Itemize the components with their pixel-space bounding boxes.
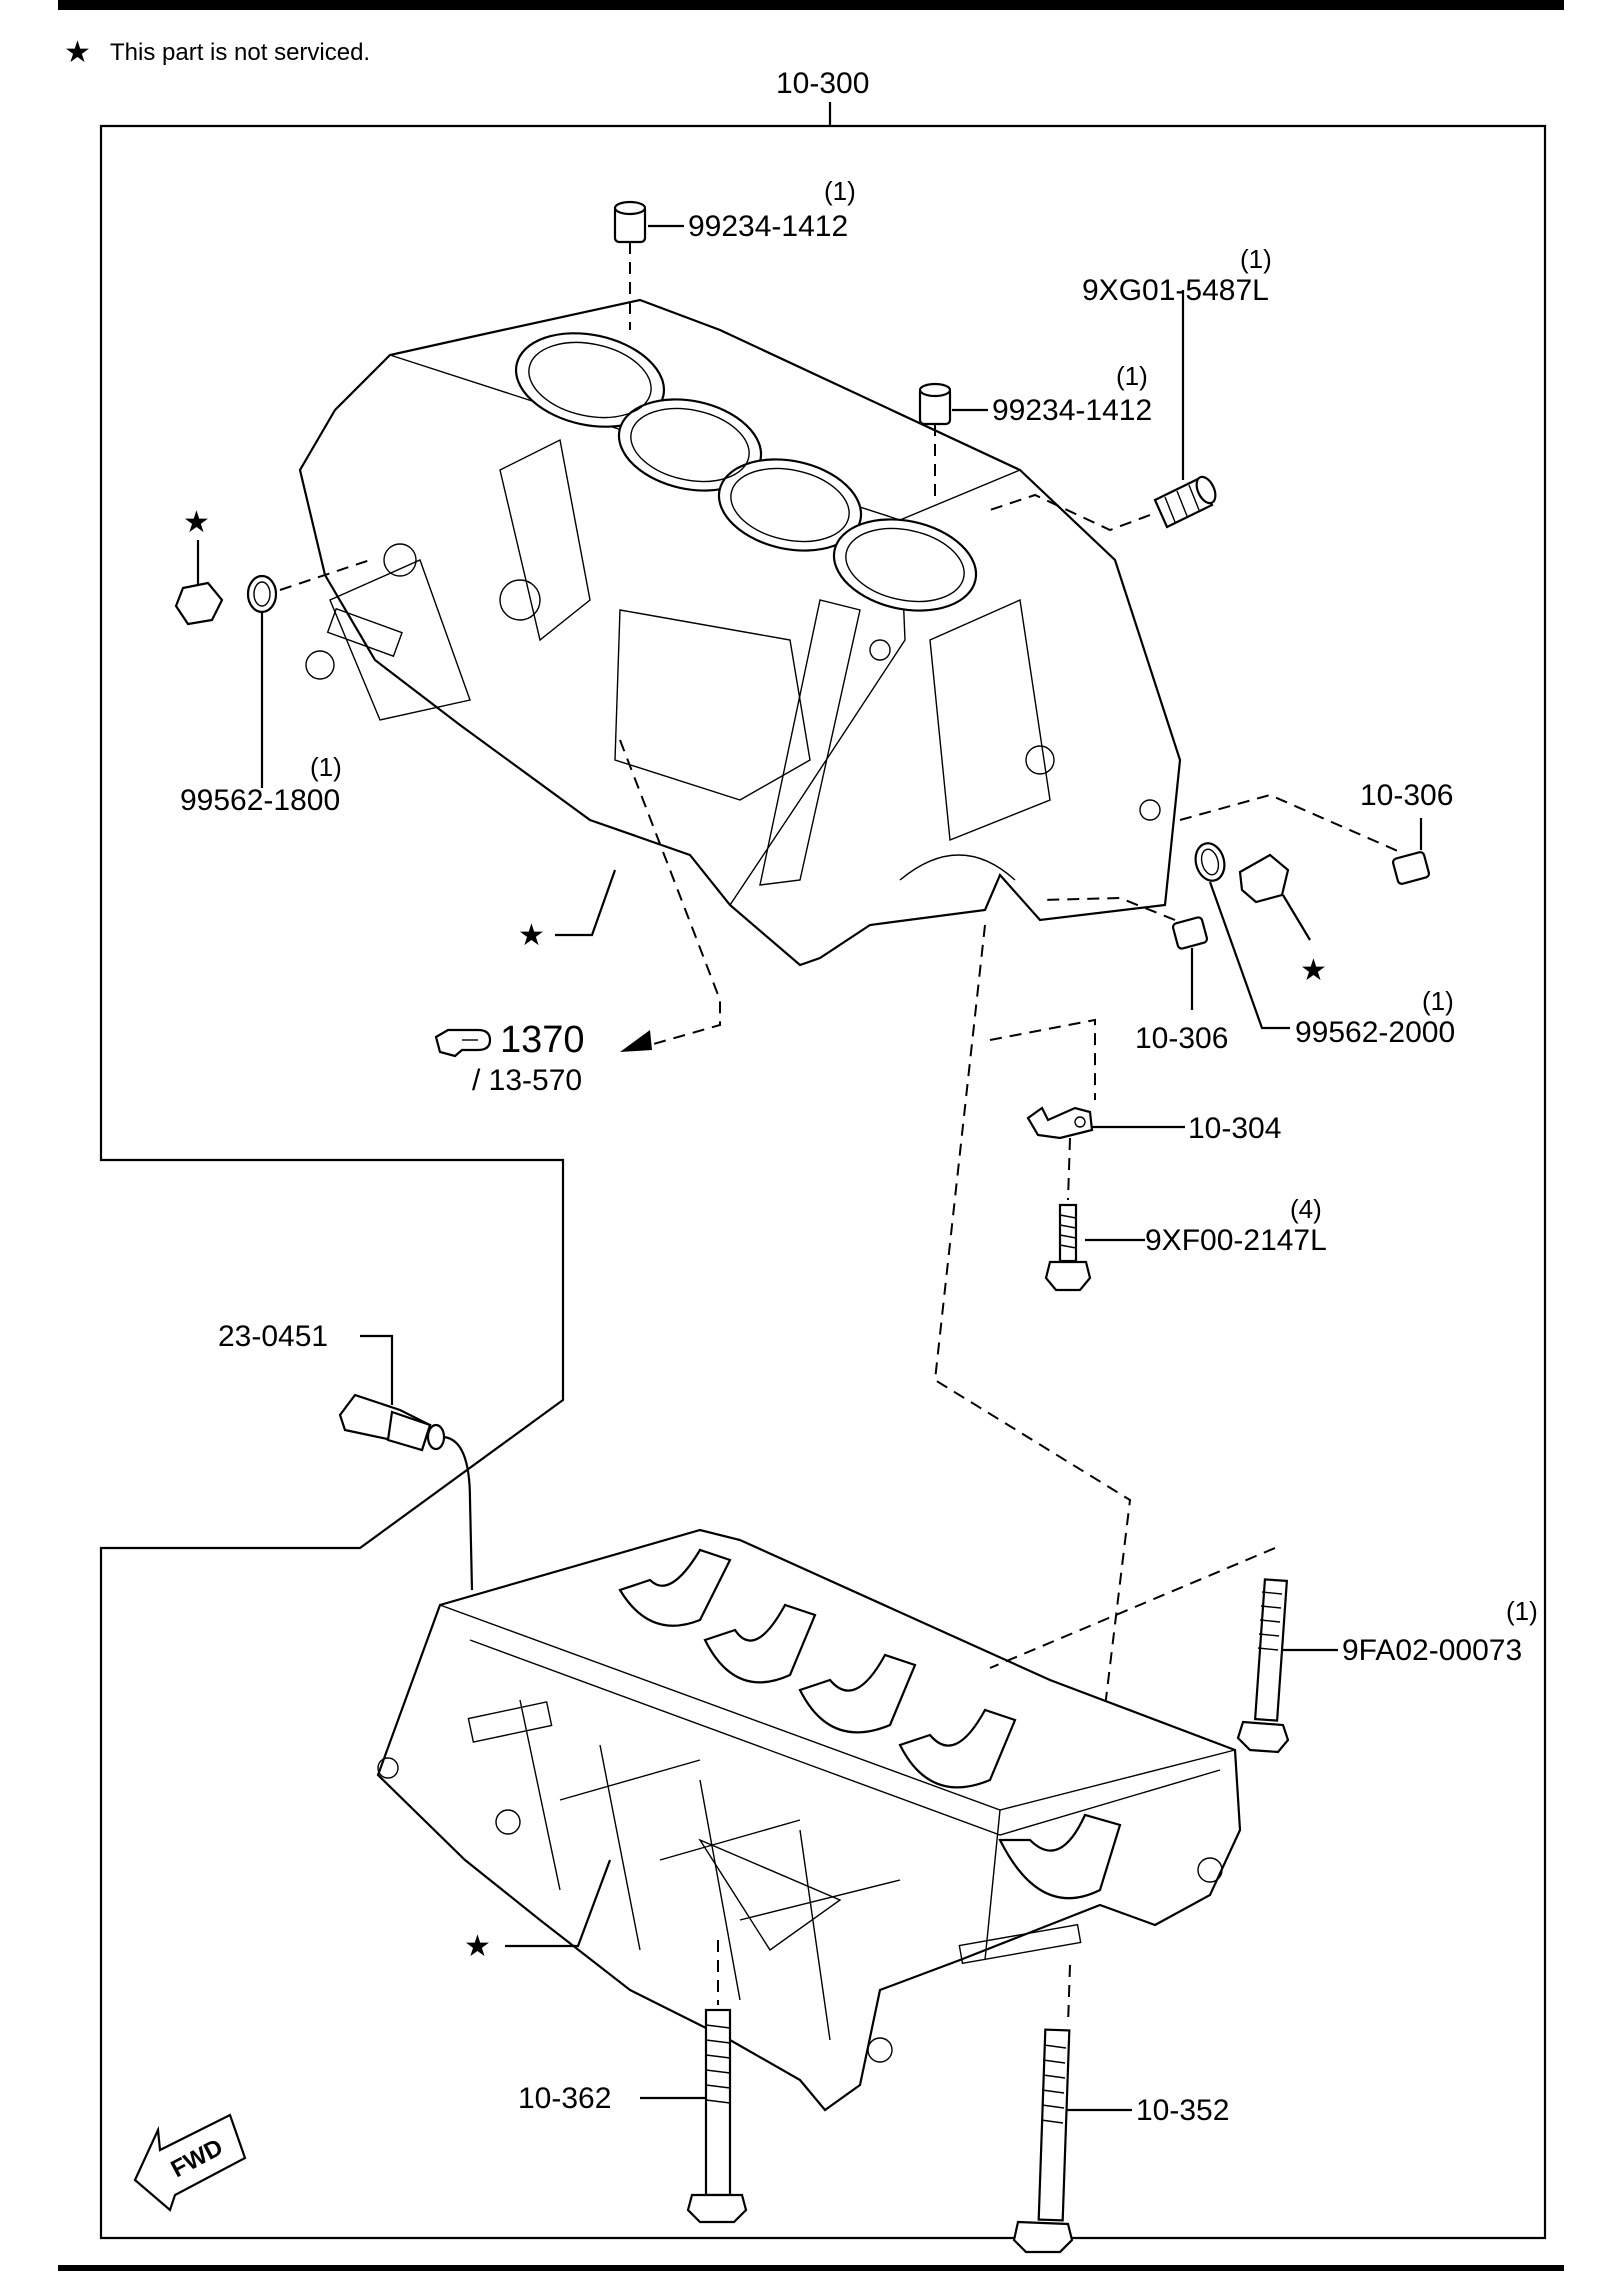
bracket-number: 10-304 xyxy=(1188,1112,1281,1145)
main-bolt-number: 9FA02-00073 xyxy=(1342,1634,1522,1667)
bracket xyxy=(989,1018,1185,1201)
notice-text: This part is not serviced. xyxy=(110,39,370,66)
alignment-dashed-line xyxy=(933,924,1132,1791)
dowel-mid-number: 99234-1412 xyxy=(992,394,1152,427)
cylinder-block-lower xyxy=(376,1528,1242,2112)
plug-top-qty: (1) xyxy=(1240,244,1272,274)
dowel-top-qty: (1) xyxy=(824,176,856,206)
seal-right-number: 99562-2000 xyxy=(1295,1016,1455,1049)
reference-page: 1370 xyxy=(500,1019,585,1061)
threaded-plug xyxy=(989,290,1217,532)
seal-left-qty: (1) xyxy=(310,752,342,782)
bracket-bolt-qty: (4) xyxy=(1290,1194,1322,1224)
right-pins-and-seal: ★ xyxy=(1039,793,1431,1030)
dowel-pin-middle xyxy=(918,382,988,500)
frame-label: 10-300 xyxy=(776,67,869,100)
dowel-top-number: 99234-1412 xyxy=(688,210,848,243)
dowel-mid-qty: (1) xyxy=(1116,361,1148,391)
sensor-number: 23-0451 xyxy=(218,1320,328,1353)
main-bolt-qty: (1) xyxy=(1506,1596,1538,1626)
hand-pointer-icon xyxy=(434,1028,492,1058)
assembly-frame xyxy=(99,102,1547,2240)
notice-star: ★ xyxy=(64,36,91,69)
top-rule xyxy=(58,0,1564,10)
star-right: ★ xyxy=(1300,954,1327,987)
plug-top-number: 9XG01-5487L xyxy=(1082,274,1269,307)
reference-sub: / 13-570 xyxy=(472,1064,582,1097)
forward-direction-arrow-icon: FWD xyxy=(133,2113,247,2212)
star-left-top: ★ xyxy=(183,506,210,539)
star-upper-block: ★ xyxy=(518,919,545,952)
star-lower-block: ★ xyxy=(464,1930,491,1963)
pin-right-number: 10-306 xyxy=(1360,779,1453,812)
pin-right-low-number: 10-306 xyxy=(1135,1022,1228,1055)
cylinder-block-upper xyxy=(298,298,1182,967)
bolt-left-number: 10-362 xyxy=(518,2082,611,2115)
bolt-right-number: 10-352 xyxy=(1136,2094,1229,2127)
main-bearing-bolt xyxy=(989,1547,1338,1754)
seal-left-number: 99562-1800 xyxy=(180,784,340,817)
bracket-bolt xyxy=(1044,1203,1145,1292)
reference-arrow xyxy=(619,739,721,1052)
left-plug-and-seal: ★ xyxy=(174,506,371,788)
bracket-bolt-number: 9XF00-2147L xyxy=(1145,1224,1327,1257)
dowel-pin-top xyxy=(613,200,684,330)
sensor xyxy=(338,1334,474,1591)
bolt-right xyxy=(1012,1964,1132,2254)
seal-right-qty: (1) xyxy=(1422,986,1454,1016)
bolt-left xyxy=(640,1940,748,2224)
bottom-rule xyxy=(58,2265,1564,2271)
